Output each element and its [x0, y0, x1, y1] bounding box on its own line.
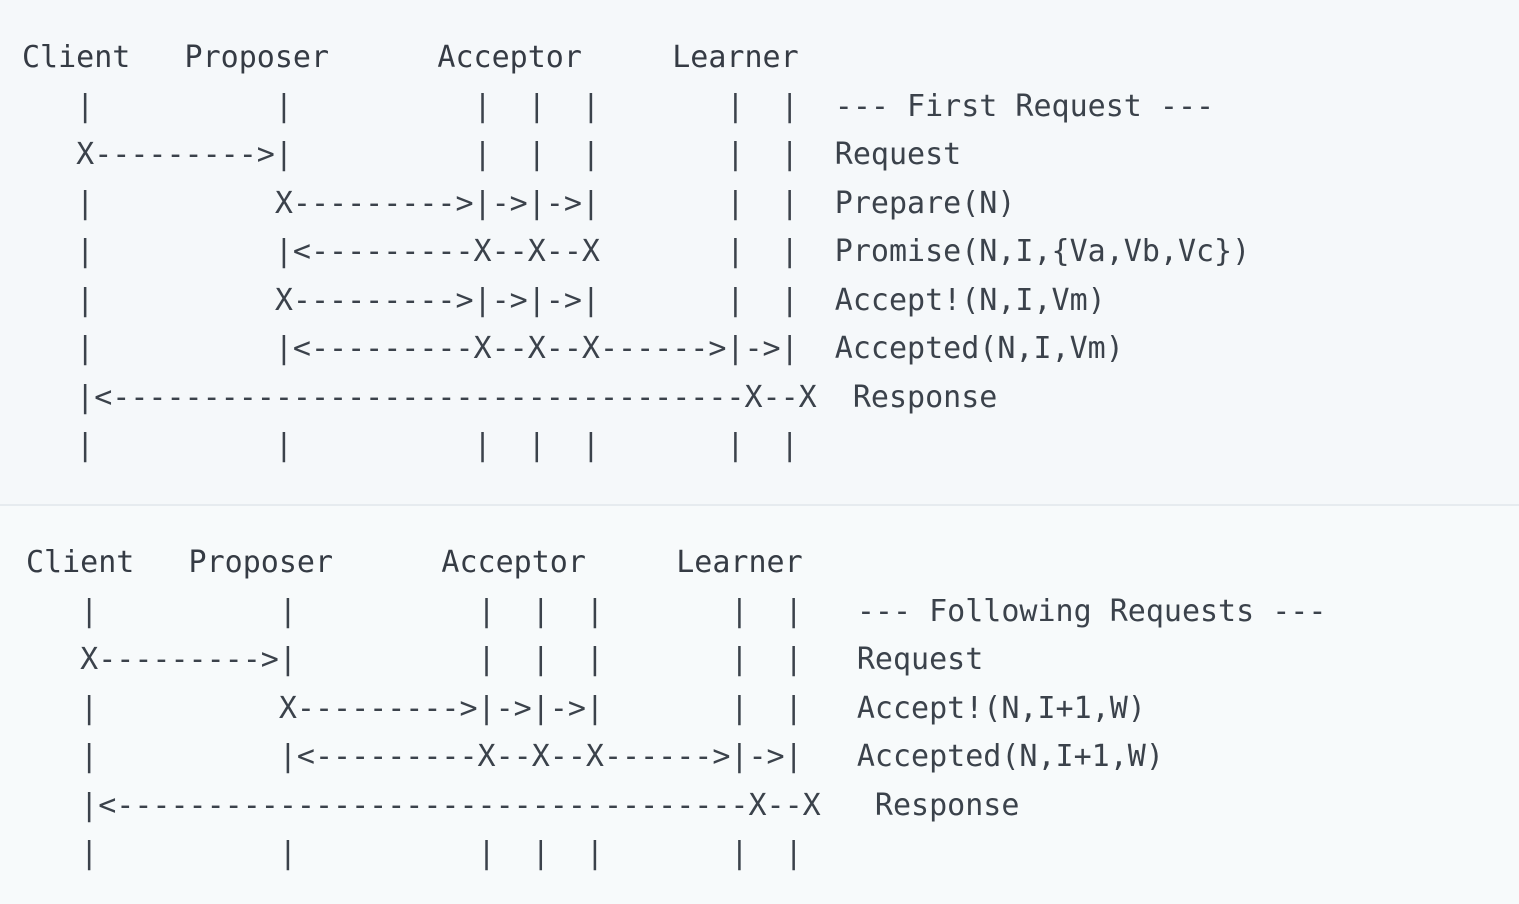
ascii-body-second: | | | | | | | --- Following Requests ---…: [80, 593, 1327, 872]
column-headers-first: Client Proposer Acceptor Learner: [22, 40, 799, 75]
block-first-request: [0, 0, 1519, 505]
block-divider: [0, 504, 1519, 506]
ascii-body-first: | | | | | | | --- First Request --- X---…: [76, 88, 1251, 464]
ascii-art-following-requests: Client Proposer Acceptor Learner | | | |…: [26, 539, 1326, 879]
ascii-art-first-request: Client Proposer Acceptor Learner | | | |…: [22, 34, 1250, 471]
column-headers-second: Client Proposer Acceptor Learner: [26, 545, 803, 580]
block-following-requests: [0, 505, 1519, 904]
